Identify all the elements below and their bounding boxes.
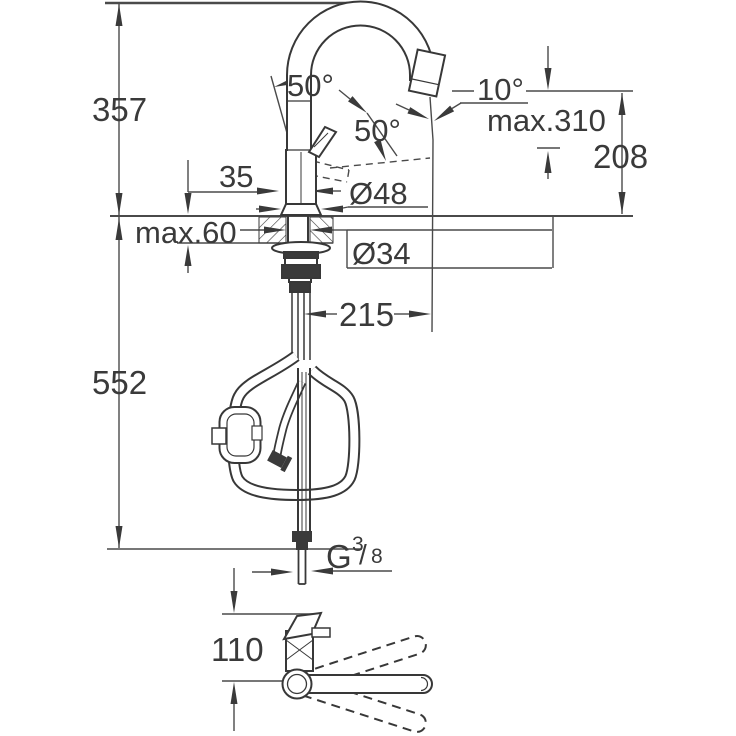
hose-connector [267, 449, 293, 473]
label-outlet-height: 208 [593, 138, 648, 175]
faucet-plan-view [281, 611, 433, 733]
label-max-counter-thickness: max.60 [135, 215, 237, 250]
label-base-diameter: Ø48 [349, 176, 408, 211]
label-total-height: 357 [92, 91, 147, 128]
dimension-labels: 357 552 50° 50° 10° max.310 208 35 Ø48 m… [92, 68, 648, 668]
label-handle-angle: 50° [287, 68, 334, 103]
hose-weight [211, 406, 263, 464]
hose-assembly [211, 351, 361, 585]
dimension-arrowheads [115, 4, 626, 704]
spout-swivel-dashed [300, 635, 427, 733]
label-body-width: 35 [219, 159, 253, 194]
label-spout-angle: 10° [477, 72, 524, 107]
label-spray-angle: 50° [354, 113, 401, 148]
faucet-side-view [271, 0, 447, 360]
label-thread-denominator: 8 [371, 545, 383, 568]
label-handle-offset: 110 [211, 631, 264, 668]
label-thread-numerator: 3 [352, 533, 364, 556]
label-hose-length-below: 552 [92, 364, 147, 401]
dimension-lines [105, 1, 633, 731]
spray-head [407, 48, 447, 98]
label-hole-diameter: Ø34 [352, 236, 411, 271]
label-thread-slash: / [359, 539, 367, 570]
label-thread-prefix: G [326, 538, 352, 575]
label-max-height: max.310 [487, 103, 606, 138]
label-spout-reach: 215 [339, 296, 394, 333]
counter-section-hatch [258, 216, 334, 244]
